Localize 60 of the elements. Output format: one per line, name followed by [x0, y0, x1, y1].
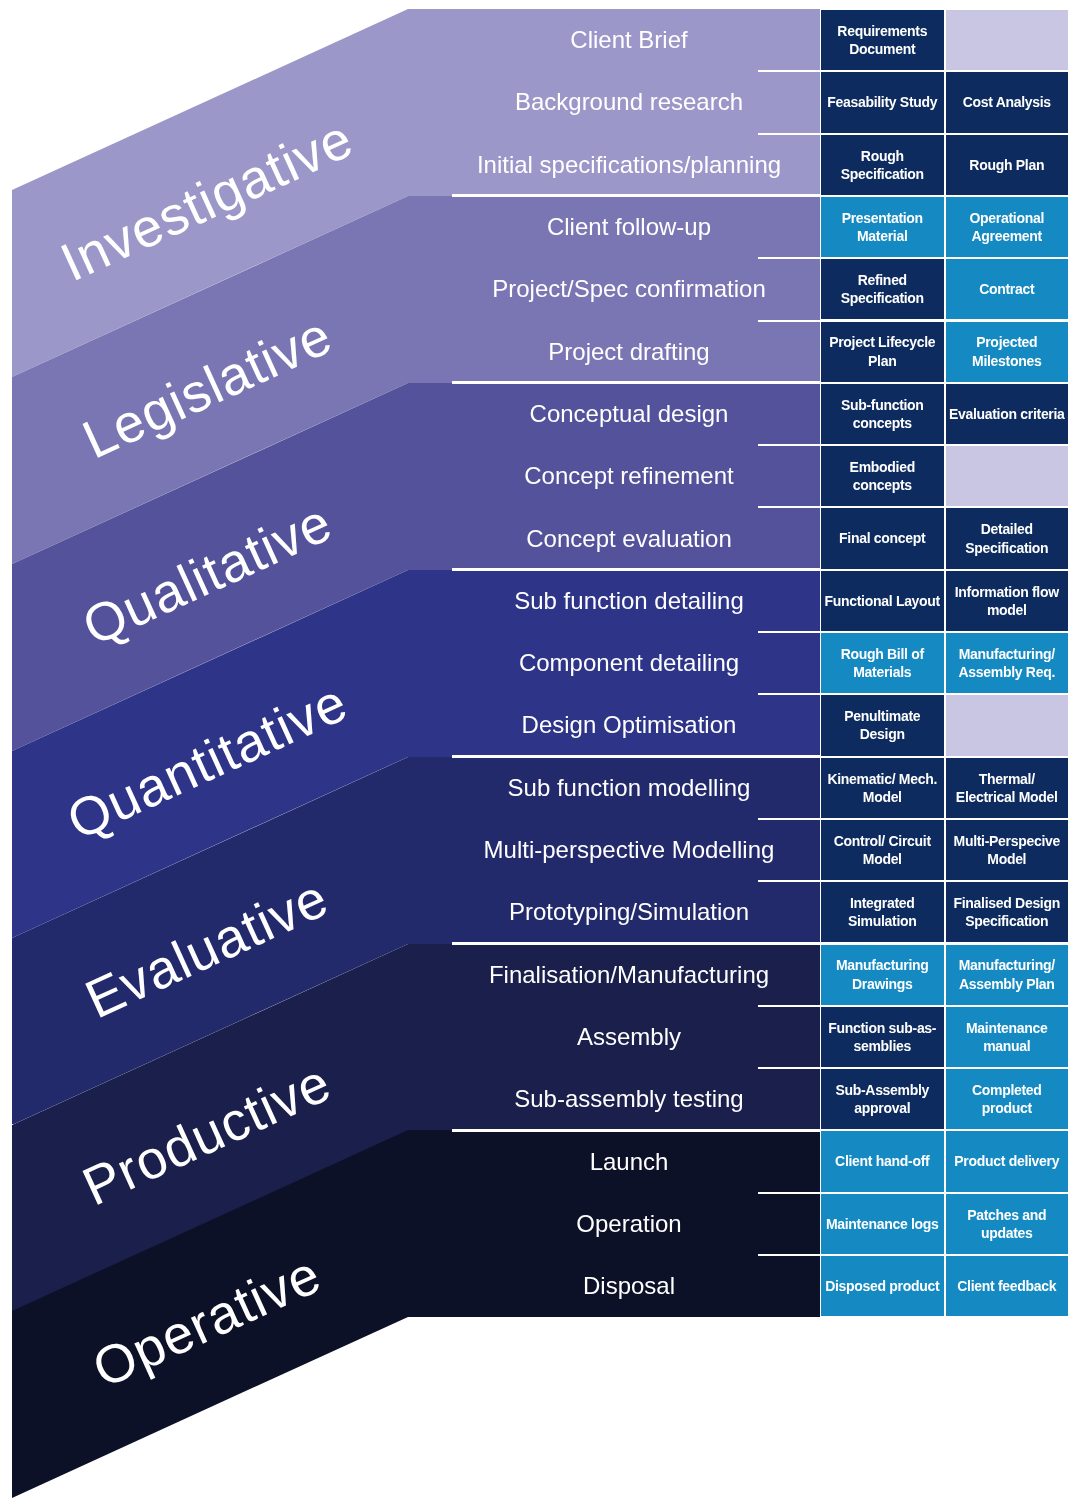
output-cell: Penultimate Design	[820, 694, 945, 757]
step-label: Client Brief	[570, 26, 688, 55]
step-label: Initial specifications/planning	[476, 150, 782, 179]
output-cell: Thermal/ Electrical Model	[944, 756, 1069, 819]
output-cell: Manufacturing/ Assembly Req.	[944, 632, 1069, 695]
step-label: Design Optimisation	[521, 711, 737, 740]
output-cell: Client hand-off	[820, 1130, 945, 1193]
step-label: Conceptual design	[529, 399, 729, 428]
output-cell: Sub-Assembly approval	[820, 1068, 945, 1131]
step-label: Disposal	[582, 1272, 675, 1301]
output-cell: Maintenance manual	[944, 1005, 1069, 1069]
step-label: Concept refinement	[524, 462, 734, 491]
output-cell: Operational Agreement	[944, 195, 1069, 259]
step-label: Concept evaluation	[526, 524, 732, 553]
step-label: Operation	[576, 1209, 682, 1238]
output-cell: Cost Analysis	[944, 71, 1069, 134]
output-cell: Presentation Material	[820, 195, 945, 259]
output-cell: Rough Specification	[820, 133, 945, 196]
output-cell: Requirements Document	[820, 9, 945, 72]
output-cell: Patches and updates	[944, 1192, 1069, 1255]
step-label: Project drafting	[548, 337, 710, 366]
step-label: Multi-perspective Modelling	[483, 836, 775, 865]
step-label: Component detailing	[518, 649, 740, 678]
output-cell: Project Lifecycle Plan	[820, 320, 945, 383]
output-cell: Embodied concepts	[820, 445, 945, 508]
output-cell: Detailed Specification	[944, 507, 1069, 570]
output-cell: Final concept	[820, 507, 945, 570]
step-label: Project/Spec confirmation	[492, 275, 766, 304]
output-cell: Disposed product	[820, 1255, 945, 1318]
step-label: Sub-assembly testing	[514, 1085, 744, 1114]
step-label: Prototyping/Simulation	[508, 898, 750, 927]
output-cell: Manufacturing Drawings	[820, 943, 945, 1006]
output-cell: Function sub-as- semblies	[820, 1005, 945, 1069]
output-cell: Functional Layout	[820, 569, 945, 632]
output-cell: Evaluation criteria	[944, 382, 1069, 446]
step-label: Assembly	[577, 1022, 681, 1051]
output-cell: Rough Bill of Materials	[820, 632, 945, 695]
output-cell: Information flow model	[944, 569, 1069, 632]
output-cell: Sub-function concepts	[820, 382, 945, 446]
output-cell: Maintenance logs	[820, 1192, 945, 1255]
output-cell: Product delivery	[944, 1130, 1069, 1193]
output-cell: Integrated Simulation	[820, 881, 945, 944]
output-cell: Kinematic/ Mech. Model	[820, 756, 945, 819]
output-cell: Rough Plan	[944, 133, 1069, 196]
output-cell: Client feedback	[944, 1255, 1069, 1318]
output-cell: Refined Specification	[820, 258, 945, 321]
output-cell: Control/ Circuit Model	[820, 818, 945, 882]
step-label: Background research	[514, 88, 744, 117]
output-cell: Feasability Study	[820, 71, 945, 134]
output-cell: Multi-Perspecive Model	[944, 818, 1069, 882]
step-label: Launch	[589, 1147, 669, 1176]
output-cell: Completed product	[944, 1068, 1069, 1131]
output-cell: Finalised Design Specification	[944, 881, 1069, 944]
output-cell: Contract	[944, 258, 1069, 321]
output-cell: Manufacturing/ Assembly Plan	[944, 943, 1069, 1006]
step-label: Finalisation/Manufacturing	[488, 960, 770, 989]
step-label: Client follow-up	[546, 213, 712, 242]
step-label: Sub function modelling	[507, 773, 751, 802]
output-cell: Projected Milestones	[944, 320, 1069, 383]
step-label: Sub function detailing	[514, 586, 744, 615]
